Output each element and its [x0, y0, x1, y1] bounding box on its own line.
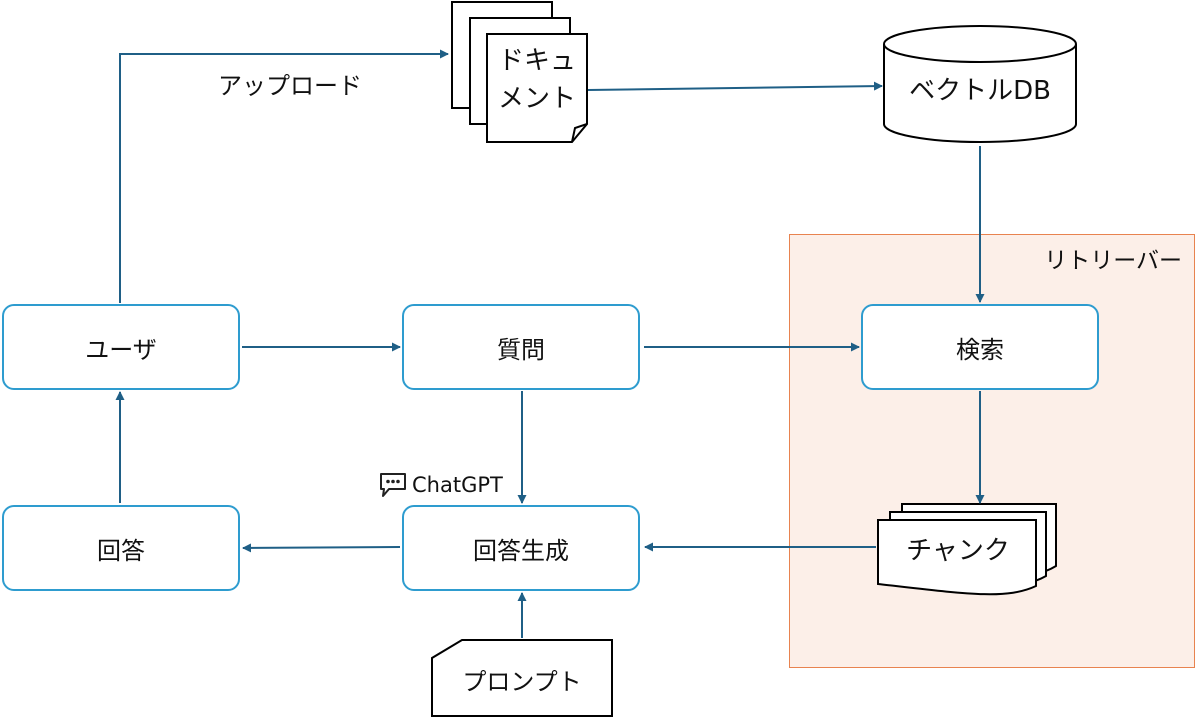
retriever-label: リトリーバー: [1044, 248, 1182, 274]
node-generate-answer-label: 回答生成: [473, 536, 569, 565]
chunk-document-icon: [877, 503, 1057, 596]
database-icon: [883, 25, 1077, 143]
node-question-label: 質問: [497, 335, 545, 364]
vector-db-label: ベクトルDB: [909, 76, 1051, 106]
node-user-label: ユーザ: [85, 335, 157, 364]
edge-generate-to-answer: [242, 543, 401, 553]
upload-edge-label: アップロード: [218, 72, 362, 100]
chatgpt-label: ChatGPT: [412, 473, 503, 497]
node-answer-label: 回答: [97, 536, 145, 565]
document-icon: [451, 1, 588, 143]
node-user[interactable]: ユーザ: [2, 304, 240, 390]
edge-document-to-db: [587, 81, 883, 91]
edge-user-to-document: [119, 49, 449, 303]
chatgpt-annotation: ChatGPT: [378, 472, 503, 498]
prompt-label: プロンプト: [462, 668, 582, 696]
node-search[interactable]: 検索: [861, 304, 1099, 390]
document-label-line1: ドキュ: [497, 46, 576, 76]
node-generate-answer[interactable]: 回答生成: [402, 505, 640, 591]
chat-bubble-icon: [380, 473, 406, 497]
document-label-line2: メント: [497, 84, 576, 114]
document-label: ドキュ メント: [487, 42, 587, 118]
prompt-card-shape: [431, 639, 613, 717]
node-answer[interactable]: 回答: [2, 505, 240, 591]
chunk-label: チャンク: [906, 536, 1010, 566]
node-search-label: 検索: [956, 335, 1004, 364]
node-question[interactable]: 質問: [402, 304, 640, 390]
